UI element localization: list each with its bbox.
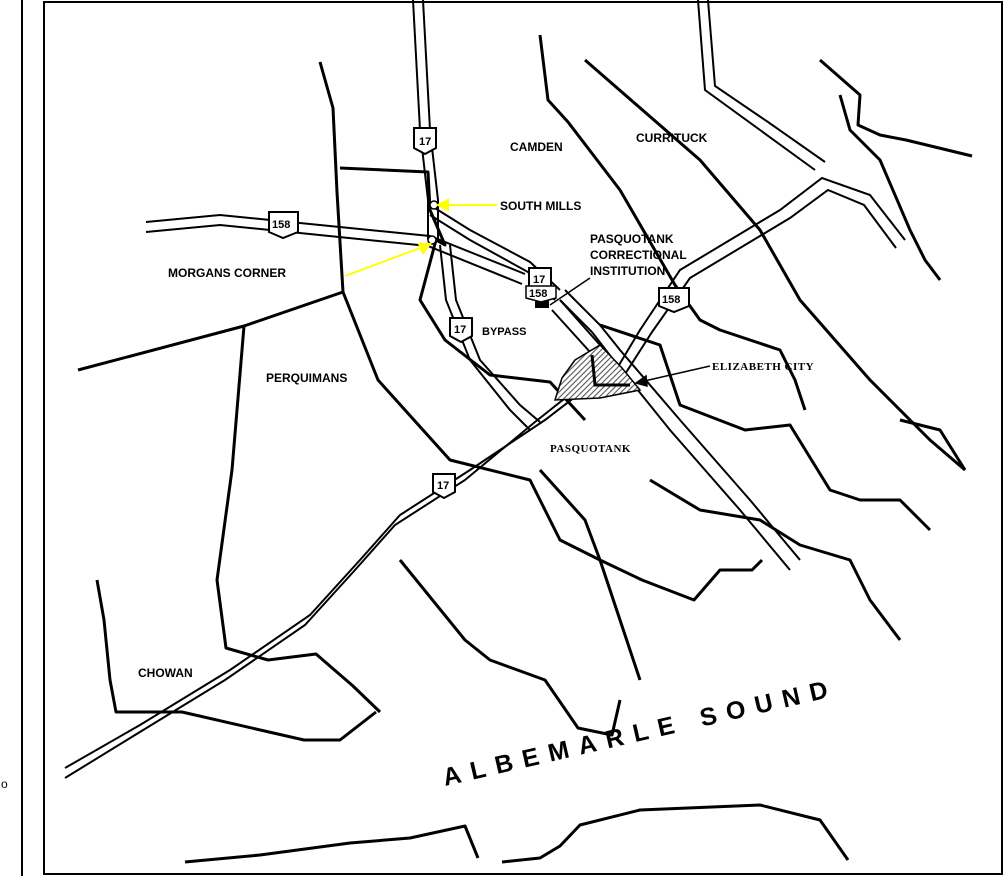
- svg-text:158: 158: [529, 288, 547, 300]
- morgans-corner-marker: [427, 235, 437, 245]
- us158-east-north-edge: [609, 176, 906, 381]
- currituck-label: CURRITUCK: [636, 131, 708, 145]
- sound-south-shore: [184, 803, 850, 864]
- currituck-north-boundary: [819, 58, 973, 158]
- svg-text:158: 158: [272, 219, 290, 231]
- map-border: [43, 1, 1003, 875]
- pasquotank-river-east: [599, 323, 932, 532]
- highway-network: [64, 0, 906, 779]
- pasquotank-south-boundary: [398, 559, 622, 737]
- perquimans-chowan-boundary: [215, 325, 382, 714]
- svg-text:17: 17: [454, 324, 466, 336]
- county-boundaries: [77, 34, 973, 742]
- city-connector-north-edge: [564, 289, 801, 561]
- south-mills-label: SOUTH MILLS: [500, 199, 581, 213]
- route-shield-us17-south: 17: [432, 473, 456, 500]
- route-shield-us158-junction: 158: [525, 285, 557, 303]
- east-shore-boundary: [899, 418, 967, 471]
- svg-text:17: 17: [437, 480, 449, 492]
- us17-north-west-edge: [412, 0, 429, 240]
- perquimans-west-boundary: [77, 61, 345, 372]
- morgans-corner-label: MORGANS CORNER: [168, 266, 286, 280]
- us158-east-south-edge: [619, 188, 897, 383]
- pasquotank-label: PASQUOTANK: [550, 443, 631, 455]
- svg-text:17: 17: [419, 136, 431, 148]
- albemarle-sound-label: ALBEMARLE SOUND: [440, 674, 840, 792]
- chowan-label: CHOWAN: [138, 666, 193, 680]
- perquimans-pasquotank-boundary: [339, 166, 587, 422]
- us17-bypass-west-edge: [439, 244, 531, 431]
- route-shield-us17-bypass: 17: [449, 317, 473, 344]
- bypass-label: BYPASS: [482, 326, 526, 338]
- elizabeth-city-arrow: [634, 365, 711, 388]
- chowan-west-boundary: [95, 579, 377, 742]
- edge-fragment-text: o: [1, 777, 8, 791]
- elizabeth-city-inner-mark: [590, 354, 630, 387]
- ne-road-west-edge: [697, 0, 816, 171]
- route-shield-us158-east: 158: [658, 287, 690, 314]
- facility-label-line1: PASQUOTANK: [590, 232, 674, 246]
- camden-label: CAMDEN: [510, 140, 563, 154]
- camden-pasquotank-boundary: [538, 34, 807, 411]
- svg-text:158: 158: [662, 294, 680, 306]
- pasquotank-river-shore: [649, 478, 902, 641]
- currituck-east-boundary: [838, 94, 942, 281]
- pasquotank-shore-boundary: [538, 468, 764, 602]
- route-shield-us17-north: 17: [413, 127, 437, 156]
- facility-label-line2: CORRECTIONAL: [590, 248, 687, 262]
- us17-bypass-east-edge: [449, 244, 541, 423]
- camden-currituck-boundary: [584, 58, 966, 472]
- city-connector-south-edge: [559, 299, 791, 571]
- route-shield-us158-west: 158: [268, 211, 299, 240]
- institution-leader-line: [549, 277, 591, 306]
- facility-label-line3: INSTITUTION: [590, 264, 665, 278]
- perquimans-label: PERQUIMANS: [266, 371, 347, 385]
- perquimans-interior-boundary: [341, 291, 642, 681]
- ne-road-east-edge: [707, 0, 826, 163]
- elizabeth-city-label: ELIZABETH CITY: [712, 361, 814, 373]
- place-callouts: [344, 198, 497, 277]
- svg-text:17: 17: [533, 274, 545, 286]
